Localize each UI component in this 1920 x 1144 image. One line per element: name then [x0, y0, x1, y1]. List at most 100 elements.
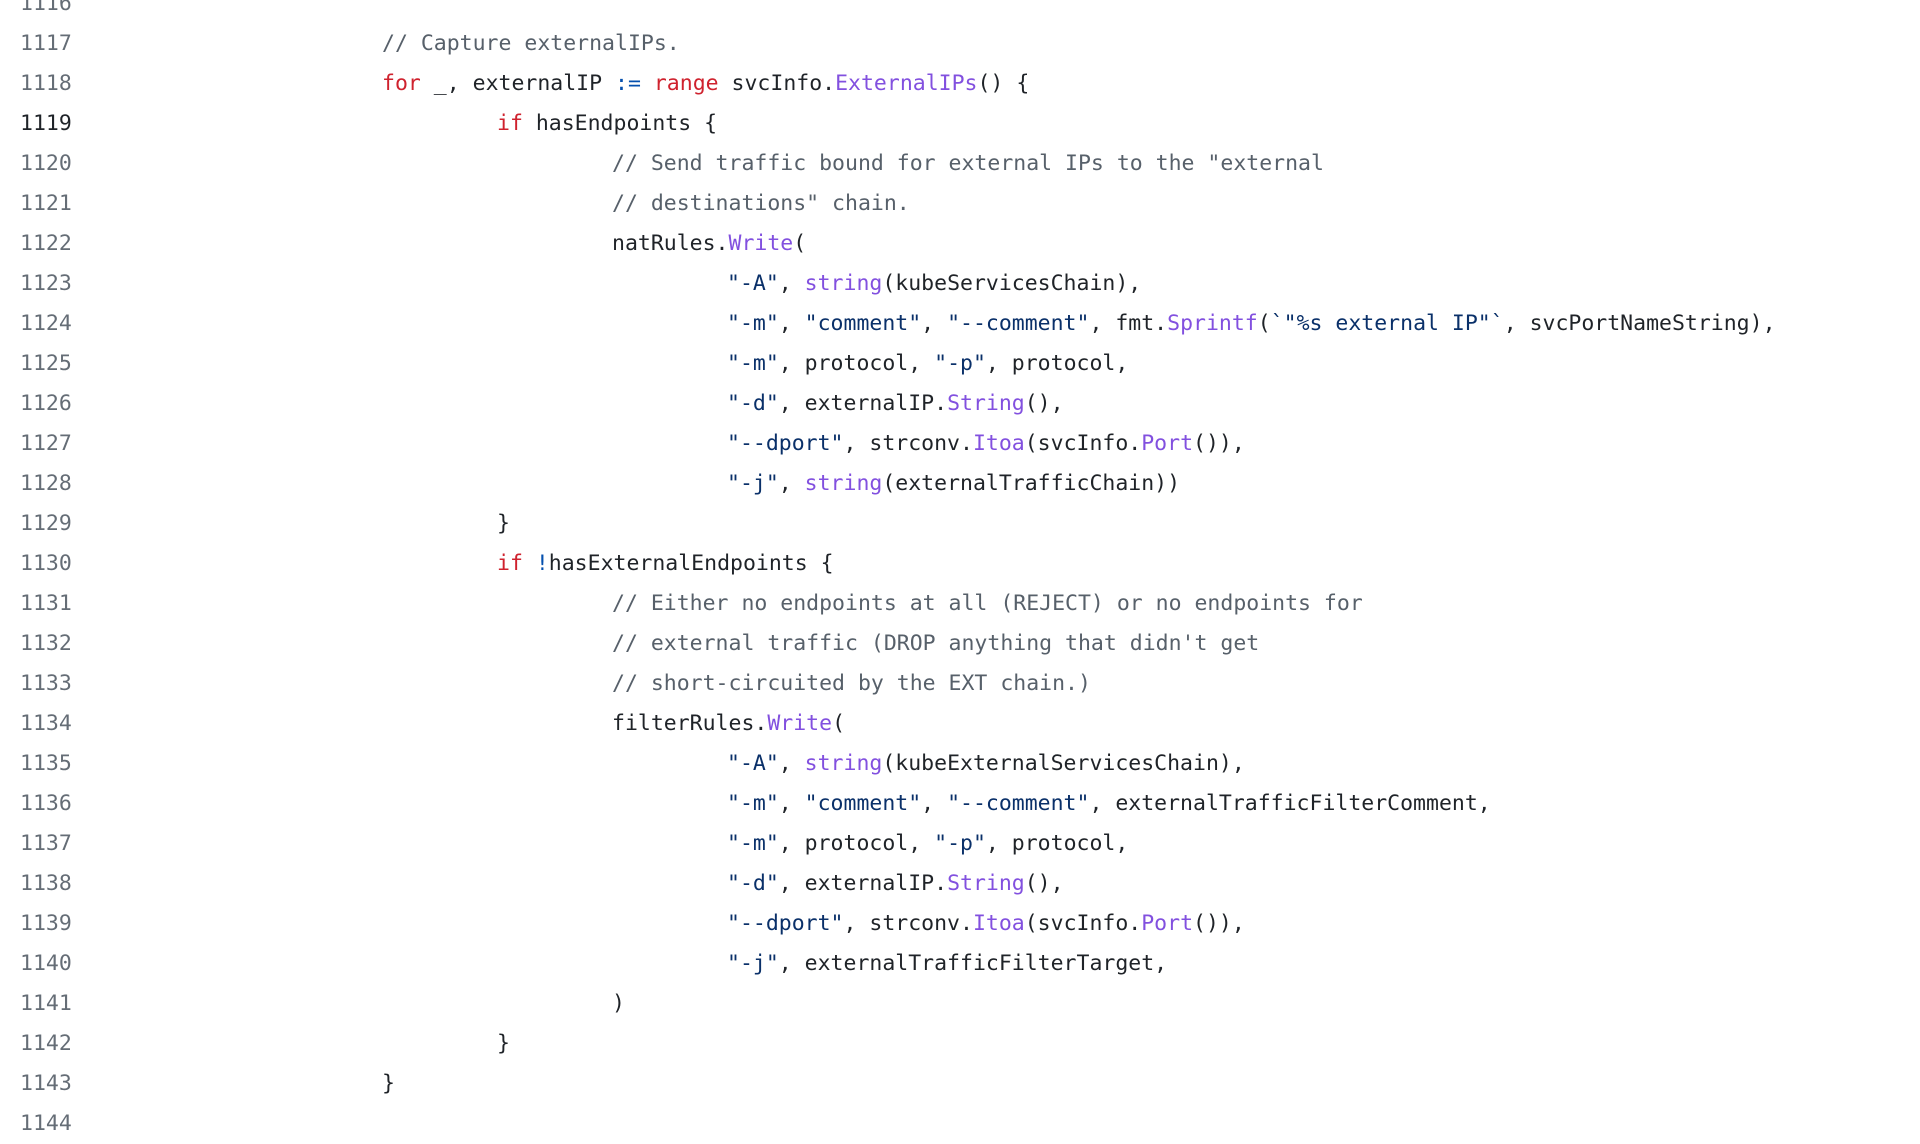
line-number[interactable]: 1142 [20, 1031, 72, 1056]
line-number[interactable]: 1121 [20, 191, 72, 216]
line-content: // Capture externalIPs. [382, 24, 680, 64]
line-number[interactable]: 1134 [20, 711, 72, 736]
code-text: , fmt. [1089, 311, 1168, 336]
line-content: "-j", string(externalTrafficChain)) [727, 464, 1180, 504]
code-line: 1117 // Capture externalIPs. [0, 24, 1920, 64]
code-keyword: if [497, 551, 523, 576]
line-number[interactable]: 1118 [20, 71, 72, 96]
code-text: svcInfo. [718, 71, 836, 96]
line-number[interactable]: 1120 [20, 151, 72, 176]
code-function: string [804, 751, 883, 776]
code-text [641, 71, 654, 96]
line-number[interactable]: 1136 [20, 791, 72, 816]
line-content: "-m", protocol, "-p", protocol, [727, 824, 1128, 864]
line-number[interactable]: 1139 [20, 911, 72, 936]
code-line: 1137 "-m", protocol, "-p", protocol, [0, 824, 1920, 864]
code-comment: // short-circuited by the EXT chain.) [612, 671, 1091, 696]
line-number[interactable]: 1132 [20, 631, 72, 656]
code-text: (kubeExternalServicesChain), [882, 751, 1245, 776]
line-number[interactable]: 1116 [20, 0, 72, 16]
code-text: _, externalIP [420, 71, 616, 96]
code-line: 1126"-d", externalIP.String(), [0, 384, 1920, 424]
code-text: ) [612, 991, 625, 1016]
code-line: 1129} [0, 504, 1920, 544]
line-number[interactable]: 1135 [20, 751, 72, 776]
line-content: if hasEndpoints { [497, 104, 717, 144]
code-text: , [778, 271, 805, 296]
line-number[interactable]: 1141 [20, 991, 72, 1016]
code-line: 1139"--dport", strconv.Itoa(svcInfo.Port… [0, 904, 1920, 944]
line-number[interactable]: 1127 [20, 431, 72, 456]
line-number[interactable]: 1119 [20, 111, 72, 136]
code-text: , [778, 471, 805, 496]
line-content: // short-circuited by the EXT chain.) [612, 664, 1091, 704]
line-number[interactable]: 1123 [20, 271, 72, 296]
line-content: "-m", "comment", "--comment", fmt.Sprint… [727, 304, 1776, 344]
line-content: "-m", protocol, "-p", protocol, [727, 344, 1128, 384]
code-function: Write [767, 711, 833, 736]
line-number[interactable]: 1117 [20, 31, 72, 56]
code-line: 1128 "-j", string(externalTrafficChain)) [0, 464, 1920, 504]
line-number[interactable]: 1130 [20, 551, 72, 576]
code-line: 1138"-d", externalIP.String(), [0, 864, 1920, 904]
code-text: , [778, 311, 805, 336]
line-number[interactable]: 1126 [20, 391, 72, 416]
line-content: for _, externalIP := range svcInfo.Exter… [382, 64, 1029, 104]
line-number[interactable]: 1138 [20, 871, 72, 896]
line-content: filterRules.Write( [612, 704, 845, 744]
code-text: , [778, 751, 805, 776]
line-number[interactable]: 1128 [20, 471, 72, 496]
code-text: ( [793, 231, 807, 256]
line-content: ) [612, 984, 625, 1024]
code-function: Itoa [972, 911, 1025, 936]
code-line: 1132 // external traffic (DROP anything t… [0, 624, 1920, 664]
code-string: "-A" [727, 751, 779, 776]
code-operator: := [615, 71, 641, 96]
code-text: (svcInfo. [1024, 431, 1142, 456]
code-line: 1140"-j", externalTrafficFilterTarget, [0, 944, 1920, 984]
line-content: // Send traffic bound for external IPs t… [612, 144, 1324, 184]
line-number[interactable]: 1124 [20, 311, 72, 336]
line-content: // external traffic (DROP anything that … [612, 624, 1259, 664]
line-content: "-A", string(kubeServicesChain), [727, 264, 1141, 304]
line-number[interactable]: 1143 [20, 1071, 72, 1096]
code-line: 1144 [0, 1104, 1920, 1144]
code-line: 1121 // destinations" chain. [0, 184, 1920, 224]
line-number[interactable]: 1131 [20, 591, 72, 616]
line-number[interactable]: 1133 [20, 671, 72, 696]
code-string: "-p" [934, 831, 986, 856]
code-string: "-m" [727, 351, 779, 376]
code-string: "-j" [727, 471, 779, 496]
code-string: "-m" [727, 311, 779, 336]
code-keyword: for [382, 71, 421, 96]
code-string: "-A" [727, 271, 779, 296]
code-text: } [382, 1071, 395, 1096]
line-number[interactable]: 1125 [20, 351, 72, 376]
code-line: 1135 "-A", string(kubeExternalServicesCha… [0, 744, 1920, 784]
line-number[interactable]: 1129 [20, 511, 72, 536]
code-function: Sprintf [1167, 311, 1258, 336]
code-string: "--comment" [947, 311, 1090, 336]
code-text: hasExternalEndpoints { [548, 551, 834, 576]
code-function: String [947, 871, 1025, 896]
code-text: , [921, 791, 948, 816]
code-text: ( [1257, 311, 1271, 336]
code-text: , protocol, [985, 351, 1129, 376]
line-number[interactable]: 1140 [20, 951, 72, 976]
line-number[interactable]: 1144 [20, 1111, 72, 1136]
code-line: 1142} [0, 1024, 1920, 1064]
code-text: , [778, 791, 805, 816]
line-number[interactable]: 1137 [20, 831, 72, 856]
code-line: 1123 "-A", string(kubeServicesChain), [0, 264, 1920, 304]
code-comment: // destinations" chain. [612, 191, 910, 216]
code-line: 1131// Either no endpoints at all (REJEC… [0, 584, 1920, 624]
code-function: ExternalIPs [835, 71, 978, 96]
line-content: "-m", "comment", "--comment", externalTr… [727, 784, 1491, 824]
code-string: "-j" [727, 951, 779, 976]
code-comment: // Send traffic bound for external IPs t… [612, 151, 1324, 176]
code-string: "--dport" [727, 431, 844, 456]
code-string: "--comment" [947, 791, 1090, 816]
code-text: ()), [1193, 431, 1245, 456]
line-number[interactable]: 1122 [20, 231, 72, 256]
